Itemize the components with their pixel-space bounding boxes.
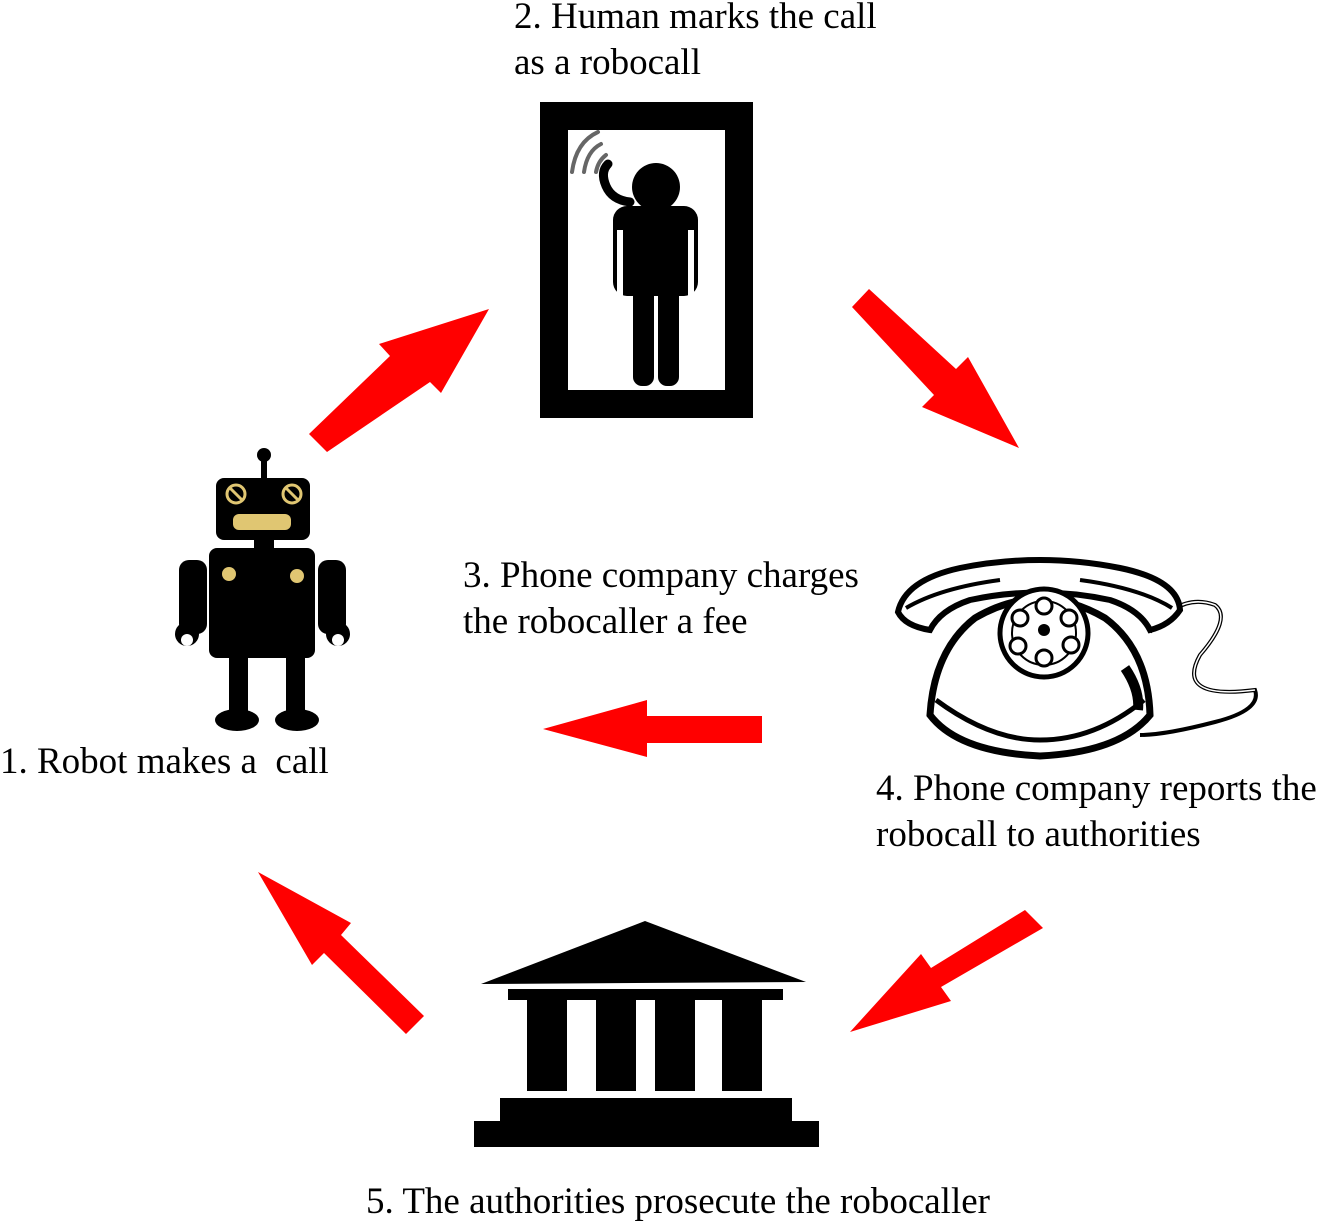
arrow-human-to-phone — [852, 289, 1019, 448]
robot-icon — [175, 448, 350, 731]
step-4-line-1: 4. Phone company reports the — [876, 768, 1317, 809]
arrow-phone-to-courthouse — [850, 910, 1043, 1032]
step-4-label: 4. Phone company reports the robocall to … — [876, 766, 1317, 858]
step-5-label: 5. The authorities prosecute the robocal… — [366, 1179, 990, 1225]
step-2-label: 2. Human marks the call as a robocall — [514, 0, 877, 86]
robot-mouth — [233, 514, 291, 530]
robot-eye-right — [281, 483, 303, 505]
step-2-line-1: 2. Human marks the call — [514, 0, 877, 37]
person-on-phone-icon — [540, 102, 753, 418]
step-3-line-2: the robocaller a fee — [463, 601, 748, 642]
step-2-line-2: as a robocall — [514, 42, 701, 83]
arrow-phone-to-robot — [543, 700, 762, 757]
arrow-robot-to-human — [309, 309, 489, 452]
step-1-label: 1. Robot makes a call — [0, 739, 329, 785]
courthouse-icon — [474, 921, 819, 1147]
rotary-telephone-icon — [894, 557, 1258, 760]
robot-eye-left — [225, 483, 247, 505]
step-1-line-1: 1. Robot makes a call — [0, 741, 329, 782]
step-4-line-2: robocall to authorities — [876, 814, 1201, 855]
step-3-line-1: 3. Phone company charges — [463, 555, 859, 596]
step-3-label: 3. Phone company charges the robocaller a… — [463, 553, 859, 645]
arrow-courthouse-to-robot — [258, 872, 424, 1034]
step-5-line-1: 5. The authorities prosecute the robocal… — [366, 1181, 990, 1222]
